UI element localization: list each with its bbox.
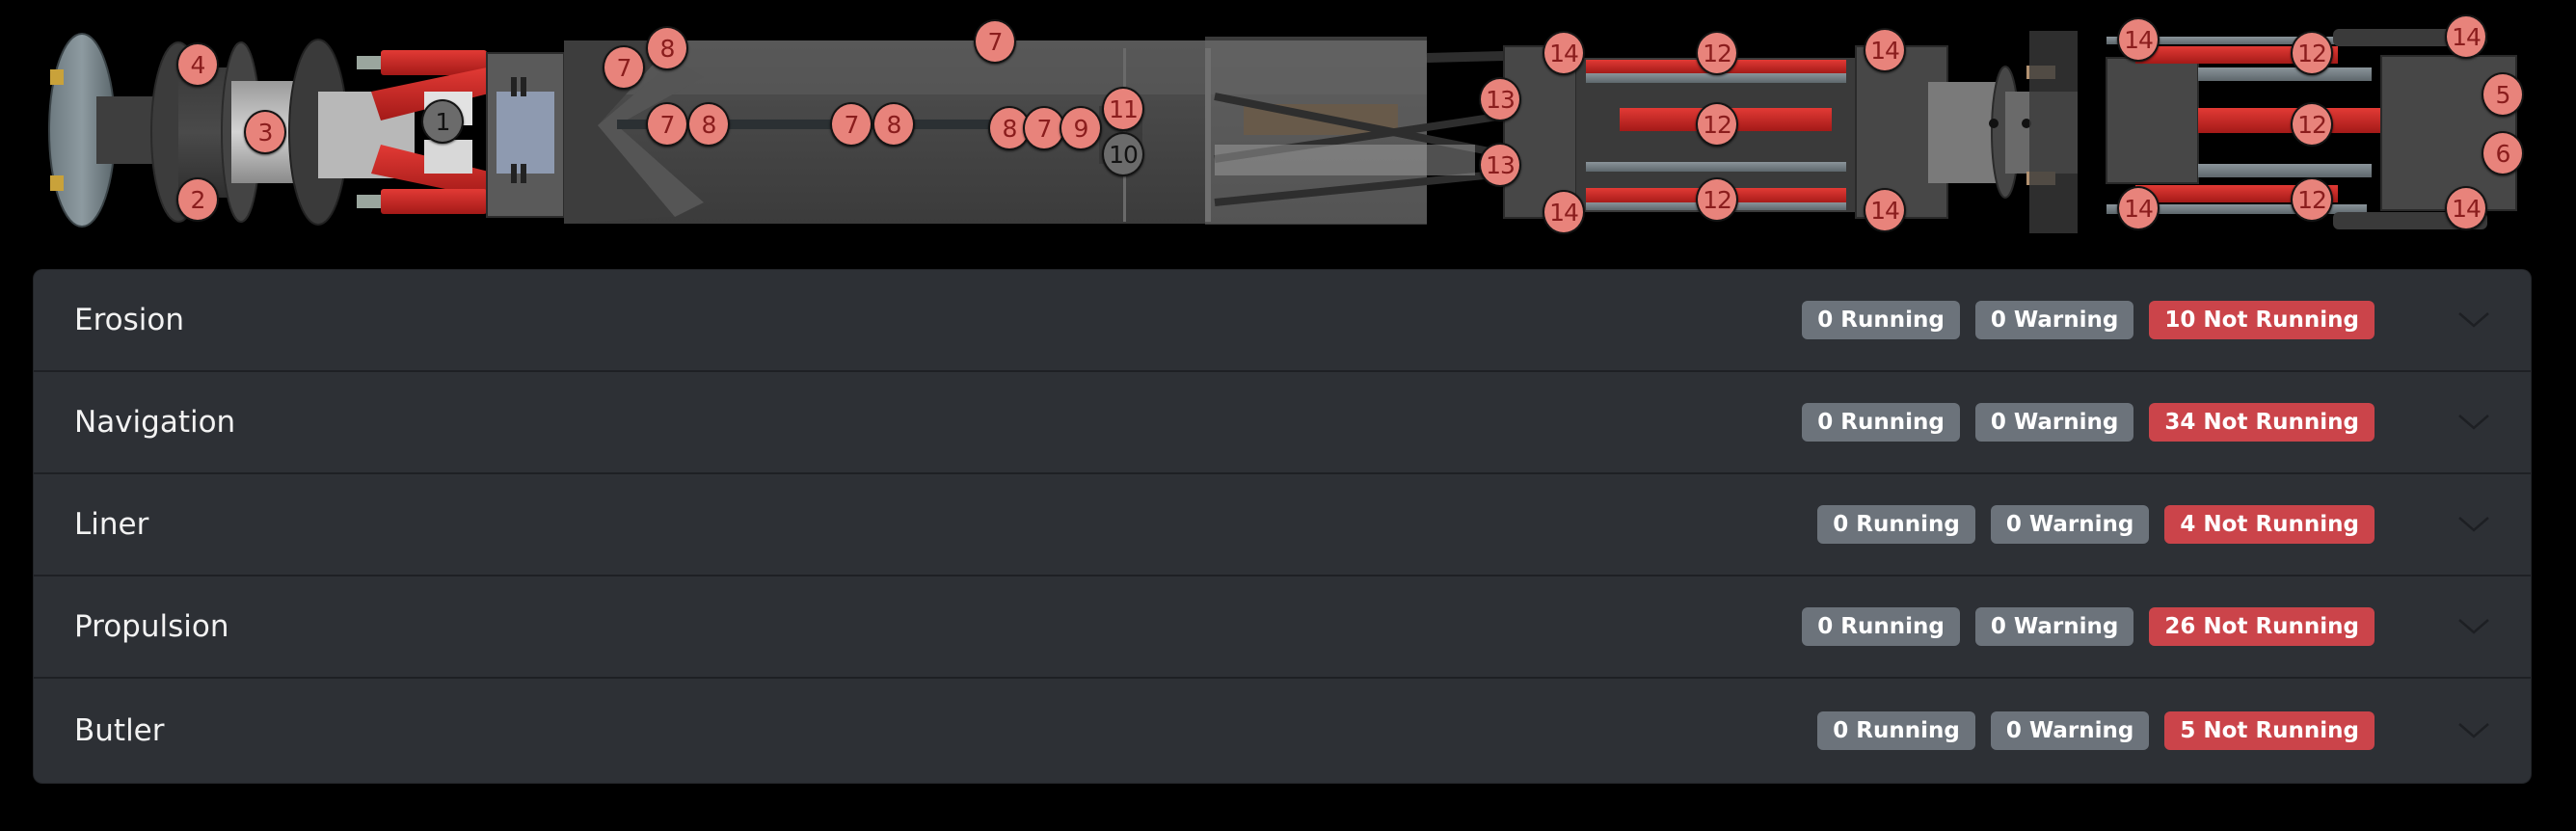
component-marker[interactable]: 14: [2117, 17, 2160, 62]
gripper-module-front: [1503, 45, 1948, 219]
chevron-down-icon[interactable]: [2457, 310, 2490, 330]
system-name: Erosion: [74, 303, 184, 337]
component-marker-inactive[interactable]: 1: [421, 99, 464, 144]
component-marker-inactive[interactable]: 10: [1102, 132, 1144, 176]
component-marker[interactable]: 13: [1479, 77, 1521, 121]
chevron-down-icon[interactable]: [2457, 515, 2490, 534]
component-marker[interactable]: 12: [2291, 102, 2333, 147]
component-marker[interactable]: 4: [176, 42, 219, 87]
component-marker[interactable]: 14: [1543, 31, 1585, 75]
component-marker[interactable]: 12: [1696, 177, 1738, 222]
system-name: Propulsion: [74, 609, 229, 644]
component-marker[interactable]: 5: [2482, 72, 2524, 117]
component-marker[interactable]: 14: [2445, 186, 2487, 230]
gripper-module-rear: [2029, 29, 2517, 233]
component-marker[interactable]: 12: [1696, 31, 1738, 75]
component-marker[interactable]: 11: [1102, 87, 1144, 131]
not-running-badge: 26 Not Running: [2149, 607, 2375, 646]
status-badges: 0 Running 0 Warning 10 Not Running: [1802, 301, 2375, 339]
machine-illustration: [48, 29, 2517, 233]
component-marker[interactable]: 12: [1696, 102, 1738, 147]
systems-accordion: Erosion 0 Running 0 Warning 10 Not Runni…: [34, 270, 2531, 783]
accordion-row-erosion[interactable]: Erosion 0 Running 0 Warning 10 Not Runni…: [34, 270, 2531, 372]
accordion-row-liner[interactable]: Liner 0 Running 0 Warning 4 Not Running: [34, 474, 2531, 576]
component-marker[interactable]: 8: [872, 102, 915, 147]
component-marker[interactable]: 6: [2482, 131, 2524, 175]
status-badges: 0 Running 0 Warning 34 Not Running: [1802, 403, 2375, 442]
component-marker[interactable]: 9: [1060, 106, 1102, 150]
control-box: [486, 52, 565, 218]
accordion-row-butler[interactable]: Butler 0 Running 0 Warning 5 Not Running: [34, 679, 2531, 783]
status-badges: 0 Running 0 Warning 4 Not Running: [1817, 505, 2375, 544]
not-running-badge: 5 Not Running: [2164, 711, 2375, 750]
component-marker[interactable]: 12: [2291, 177, 2333, 222]
warning-badge: 0 Warning: [1990, 711, 2150, 750]
component-marker[interactable]: 14: [1864, 188, 1906, 232]
warning-badge: 0 Warning: [1974, 607, 2134, 646]
chevron-down-icon[interactable]: [2457, 721, 2490, 740]
steering-cylinders: [357, 50, 496, 214]
component-marker[interactable]: 8: [687, 102, 730, 147]
warning-badge: 0 Warning: [1974, 301, 2134, 339]
running-badge: 0 Running: [1802, 403, 1960, 442]
accordion-row-propulsion[interactable]: Propulsion 0 Running 0 Warning 26 Not Ru…: [34, 576, 2531, 679]
component-marker[interactable]: 8: [646, 26, 688, 70]
system-name: Navigation: [74, 405, 236, 440]
chevron-down-icon[interactable]: [2457, 413, 2490, 432]
component-marker[interactable]: 14: [2445, 14, 2487, 59]
component-marker[interactable]: 2: [176, 177, 219, 222]
truss-section: [1205, 37, 1505, 225]
system-name: Butler: [74, 713, 165, 748]
component-marker[interactable]: 14: [2117, 186, 2160, 230]
component-marker[interactable]: 7: [646, 102, 688, 147]
system-name: Liner: [74, 507, 149, 542]
component-marker[interactable]: 3: [244, 110, 286, 154]
component-marker[interactable]: 7: [974, 19, 1016, 64]
component-marker[interactable]: 14: [1864, 28, 1906, 72]
component-marker[interactable]: 12: [2291, 31, 2333, 75]
component-marker[interactable]: 7: [830, 102, 872, 147]
component-marker[interactable]: 7: [1023, 106, 1065, 150]
component-marker[interactable]: 14: [1543, 190, 1585, 234]
warning-badge: 0 Warning: [1990, 505, 2150, 544]
running-badge: 0 Running: [1817, 711, 1975, 750]
cutter-head: [48, 33, 154, 228]
not-running-badge: 34 Not Running: [2149, 403, 2375, 442]
warning-badge: 0 Warning: [1974, 403, 2134, 442]
running-badge: 0 Running: [1802, 607, 1960, 646]
accordion-row-navigation[interactable]: Navigation 0 Running 0 Warning 34 Not Ru…: [34, 372, 2531, 474]
not-running-badge: 10 Not Running: [2149, 301, 2375, 339]
not-running-badge: 4 Not Running: [2164, 505, 2375, 544]
chevron-down-icon[interactable]: [2457, 617, 2490, 636]
component-marker[interactable]: 13: [1479, 143, 1521, 187]
status-badges: 0 Running 0 Warning 26 Not Running: [1802, 607, 2375, 646]
machine-diagram: 4 2 3 1 7 8 7 7 8 7 8 8 7 9 11 10 13 13 …: [0, 0, 2576, 260]
component-marker[interactable]: 7: [603, 45, 645, 90]
status-badges: 0 Running 0 Warning 5 Not Running: [1817, 711, 2375, 750]
running-badge: 0 Running: [1802, 301, 1960, 339]
running-badge: 0 Running: [1817, 505, 1975, 544]
